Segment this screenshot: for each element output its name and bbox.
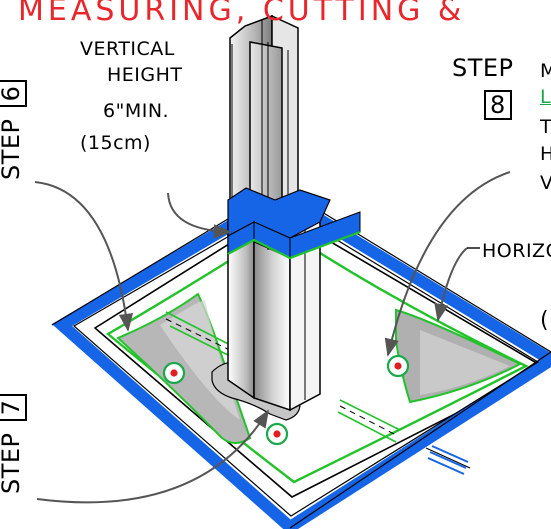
step-7-number: 7 bbox=[0, 393, 27, 422]
step-8-line-5: V bbox=[540, 172, 551, 194]
step-8-line-3: T bbox=[540, 116, 551, 138]
page-title: MEASURING, CUTTING & bbox=[18, 0, 466, 28]
tape-border-line bbox=[72, 205, 540, 517]
step-6-label: STEP 6 bbox=[0, 79, 27, 180]
step-6-word: STEP bbox=[0, 118, 25, 180]
step-6-number: 6 bbox=[0, 79, 27, 108]
target-marker-bottom bbox=[265, 422, 289, 446]
target-marker-left bbox=[162, 361, 186, 385]
right-flap-shade bbox=[420, 330, 510, 395]
step-8-line-4: H bbox=[540, 143, 551, 165]
leader-arrows bbox=[34, 171, 511, 504]
step-8-line-2: L bbox=[540, 86, 551, 108]
min-height-label: 6"MIN. bbox=[103, 100, 170, 122]
target-marker-right bbox=[386, 354, 410, 378]
blue-pipe bbox=[427, 445, 469, 475]
height-label: HEIGHT bbox=[107, 64, 183, 86]
column-tape-band bbox=[227, 187, 361, 260]
step-8-number: 8 bbox=[484, 90, 512, 120]
tape-border-outer bbox=[51, 189, 551, 529]
step-8-line-1: M bbox=[540, 60, 551, 82]
pipe-edge bbox=[425, 447, 471, 469]
step-8-word: STEP bbox=[452, 54, 514, 82]
horizontal-label: HORIZO bbox=[482, 240, 551, 262]
step-7-word: STEP bbox=[0, 432, 25, 494]
metric-height-label: (15cm) bbox=[80, 132, 151, 154]
step-7-label: STEP 7 bbox=[0, 393, 27, 494]
paren-fragment: ( bbox=[540, 308, 550, 333]
vertical-label: VERTICAL bbox=[80, 38, 175, 60]
